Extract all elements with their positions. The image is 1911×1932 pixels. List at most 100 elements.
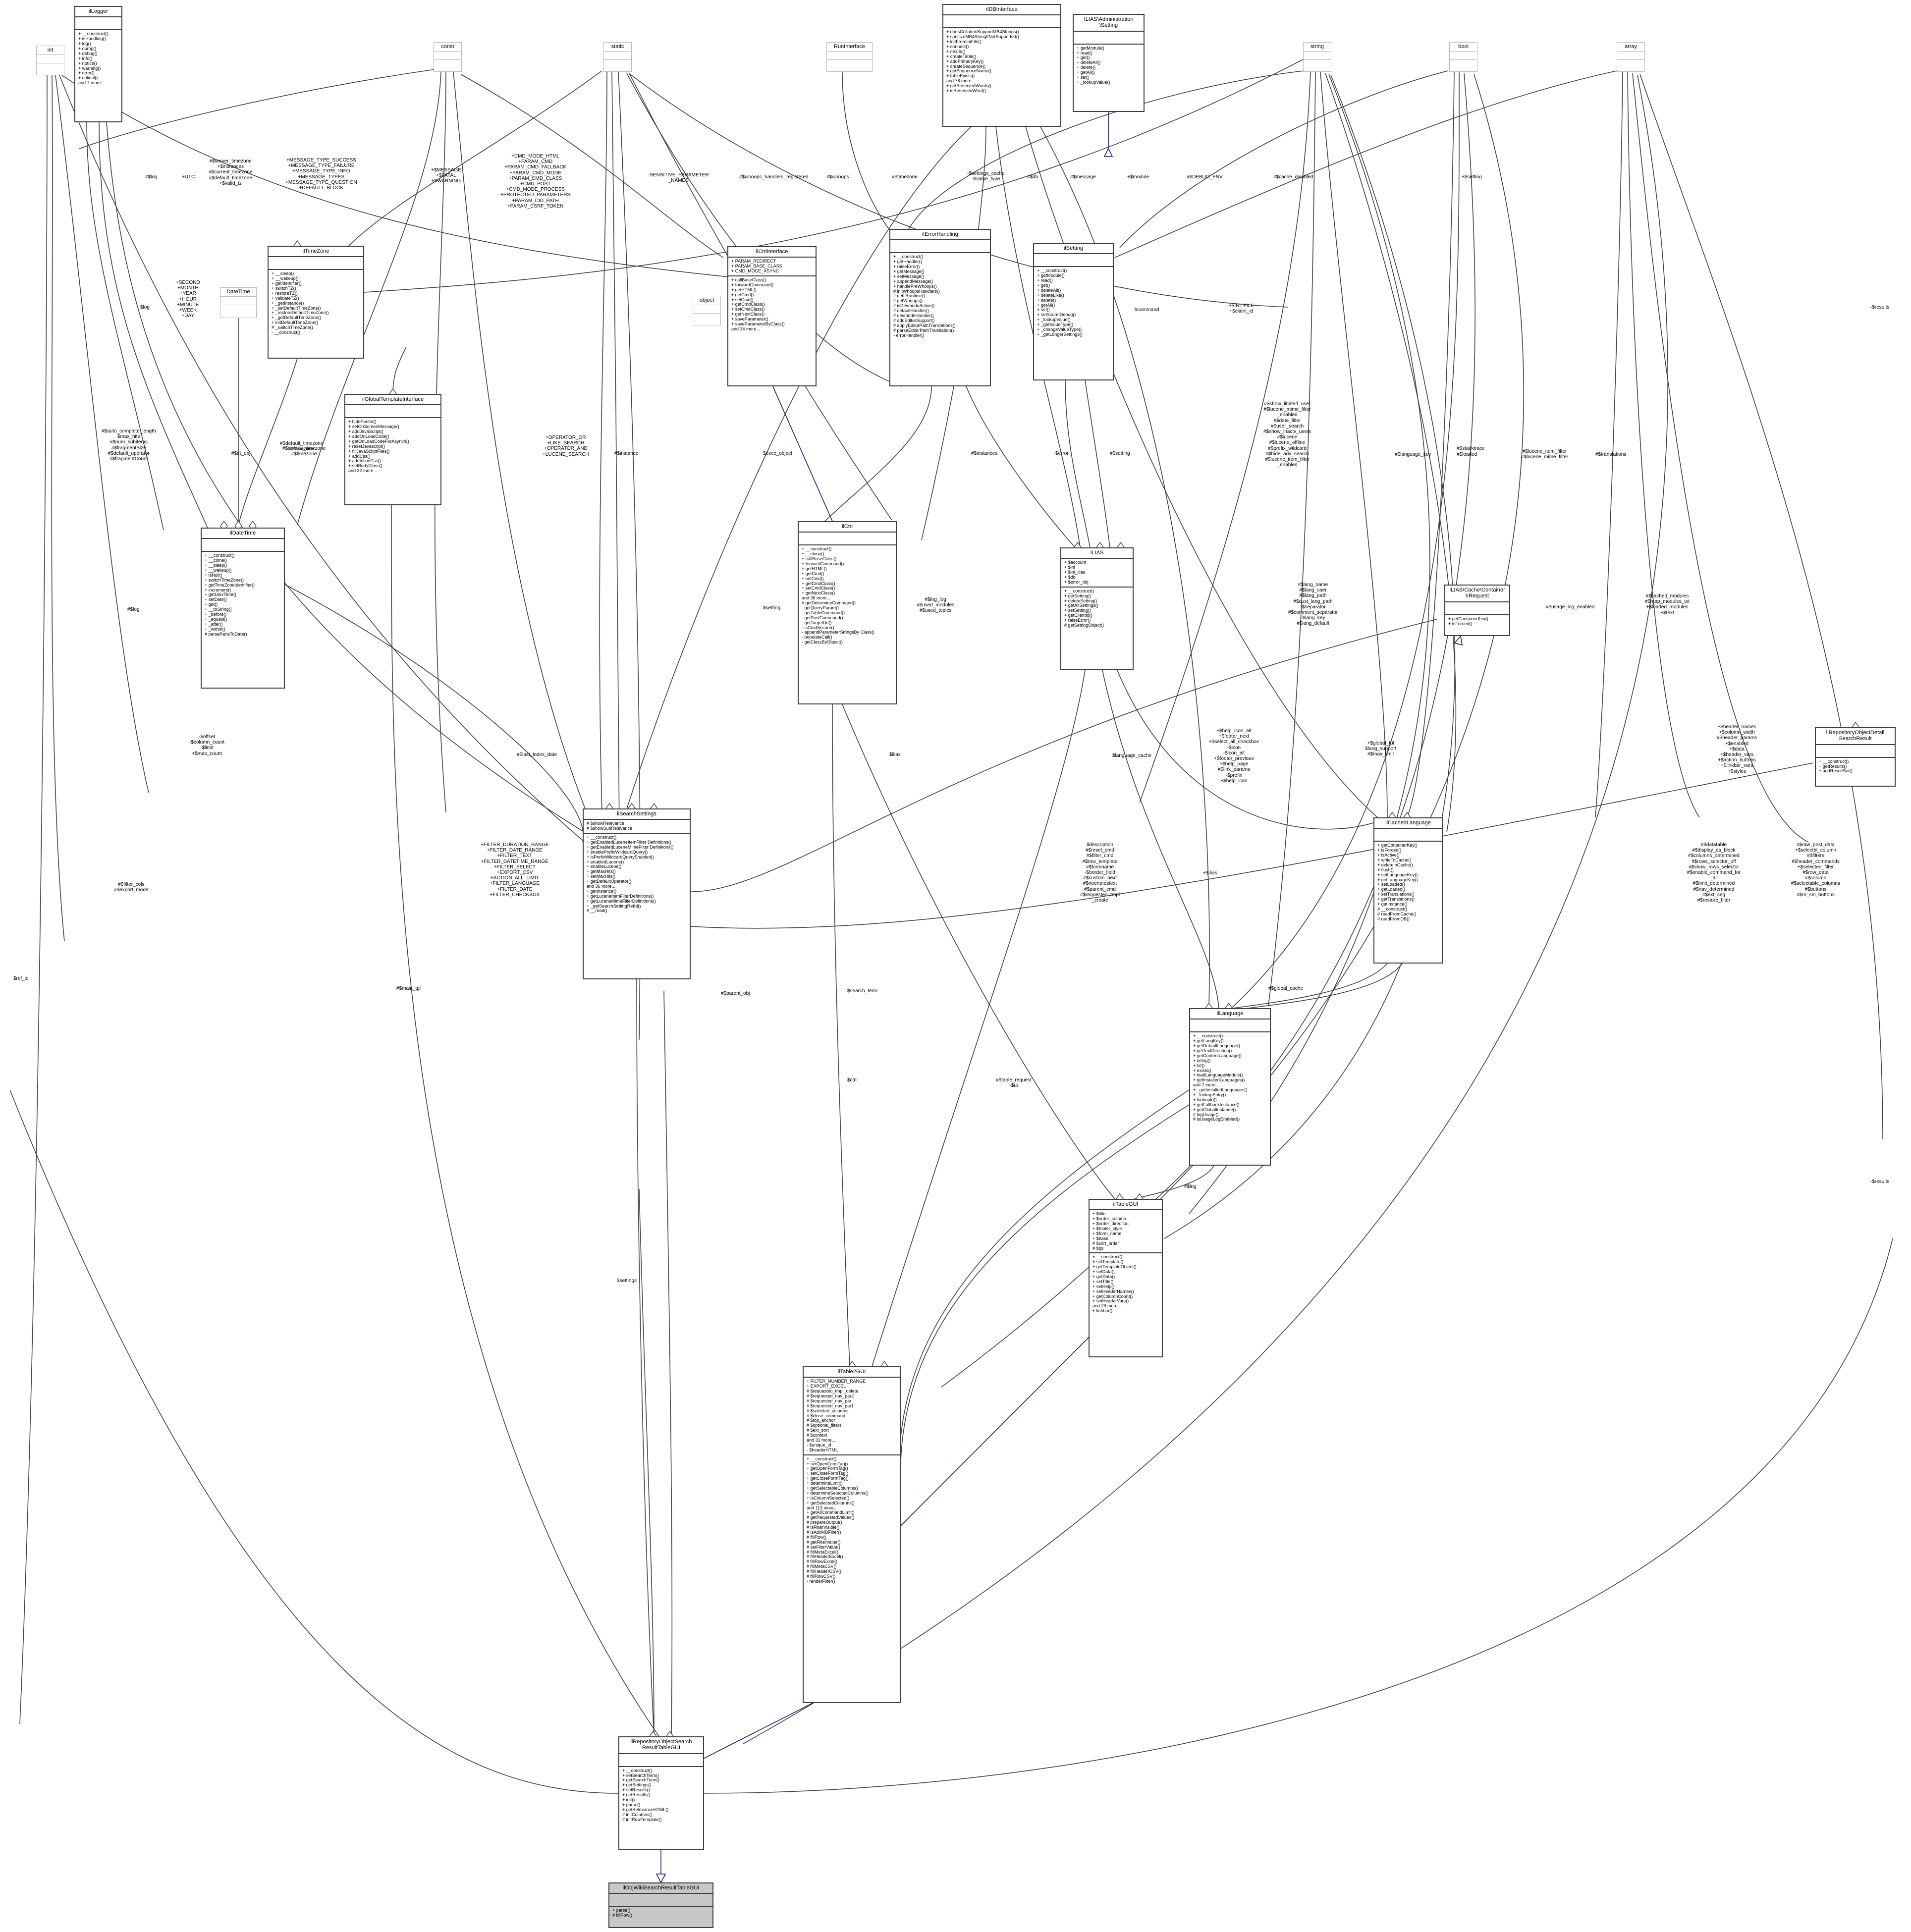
class-operation: + forwardCommand() [802, 561, 844, 566]
class-operation: + getCmdClass() [731, 302, 765, 307]
class-name-object: object [693, 296, 720, 306]
class-node-DateTime[interactable]: DateTime [220, 287, 257, 318]
class-attribute: + PARAM_REDIRECT [731, 259, 776, 264]
edge-label-l-slog2: $log [140, 305, 150, 310]
class-attributes-ilSetting [1034, 254, 1113, 268]
class-operation: - appendParameterStringsBy Class() [802, 630, 875, 635]
class-node-ILIASAdministrationSetting[interactable]: ILIAS\Administration \Setting+ getModule… [1073, 14, 1145, 112]
class-node-ILIAS[interactable]: ILIAS+ $account+ $ini+ $ini_ilias+ $db+ … [1060, 547, 1134, 670]
class-node-const[interactable]: const [434, 42, 462, 72]
class-operation: + getEnabledLuceneMimeFilter Definitions… [587, 844, 674, 850]
edge-label-l-lucene-item: #$lucene_item_filter #$lucene_mime_filte… [1521, 449, 1569, 460]
class-node-static[interactable]: static [603, 42, 632, 72]
class-attribute: + $order_direction [1092, 1221, 1129, 1227]
class-operation: + _after() [205, 621, 223, 627]
class-operation: # getRequestedValues() [807, 1515, 855, 1520]
class-operation: + isPrefixWildcardQueryEnabled() [587, 854, 654, 859]
class-operation: + isHandling() [78, 36, 106, 42]
class-operation: + getAllSettings() [1064, 603, 1098, 608]
edge-label-l-main-tpl: #$main_tpl [396, 986, 421, 991]
class-node-ilTimeZone[interactable]: ilTimeZone+ __sleep()+ __wakeup()+ getId… [268, 246, 364, 359]
class-node-ilLogger[interactable]: ilLogger+ __construct()+ isHandling()+ l… [74, 6, 122, 122]
class-operation: + __wakeup() [272, 276, 299, 281]
class-operation: + getTimeZoneIdentifier() [205, 582, 255, 588]
class-node-ilSetting[interactable]: ilSetting+ __construct()+ getModule()+ r… [1033, 243, 1114, 380]
class-operation: + getDefaultLanguage() [1193, 1043, 1240, 1049]
class-operation: + getLuceneMimeFilterDefinitions() [587, 898, 656, 904]
class-attributes-static [604, 52, 631, 60]
edge-label-l-show-limited: #$show_limited_user #$lucene_mime_filter… [1263, 401, 1311, 468]
class-operations-ilLanguage: + __construct()+ getLangKey()+ getDefaul… [1190, 1032, 1270, 1124]
class-operation: + deleteInCache() [1377, 862, 1413, 867]
class-operation: + set() [1077, 74, 1090, 80]
class-node-ilTableGUI[interactable]: ilTableGUI+ $title+ $order_column+ $orde… [1089, 1199, 1163, 1357]
class-operation: + info() [78, 55, 93, 61]
class-name-ilDBInterface: ilDBInterface [943, 5, 1060, 16]
class-operation: + switchTZ() [272, 285, 296, 291]
class-operation: # getFilterValue() [807, 1539, 841, 1545]
class-operation: + getModule() [1037, 273, 1065, 278]
edge-label-l-sresults: -$results [1870, 305, 1890, 310]
class-node-ilTable2GUI[interactable]: ilTable2GUI+ FILTER_NUMBER_RANGE+ EXPORT… [803, 1366, 901, 1703]
edge-label-l-sdescription: $description #$reset_cmd #$filter_cmd #$… [1080, 842, 1120, 903]
class-operation: + _getSearchSettingRefId() [587, 903, 641, 909]
class-operations-ilDateTime: + __construct()+ __clone()+ __sleep()+ _… [202, 552, 284, 638]
class-operation: + __sleep() [272, 271, 294, 276]
class-operation: + doesCollationSupportMB4Strings() [946, 29, 1019, 35]
class-node-int[interactable]: int [36, 46, 64, 75]
class-node-ILIASCacheContainerIRequest[interactable]: ILIAS\Cache\Container \IRequest+ getCont… [1444, 585, 1510, 636]
class-operation: + restoreTZ() [272, 290, 298, 296]
class-node-bool[interactable]: bool [1449, 42, 1477, 72]
class-operation: + init() [622, 1797, 635, 1802]
class-node-object[interactable]: object [693, 296, 721, 325]
class-node-ilCtrl[interactable]: ilCtrl+ __construct()+ __clone()+ callBa… [798, 521, 897, 704]
class-node-ilSearchSettings[interactable]: ilSearchSettings# $showRelevance# $showS… [583, 808, 691, 979]
class-operation: + set() [1037, 307, 1050, 313]
edge-label-l-message-fatal: +$MESSAGE +$FATAL +$WARNING [431, 167, 461, 184]
class-operation: + initFromIniFile() [946, 39, 982, 45]
class-operation: + setTemplate() [1092, 1259, 1124, 1265]
class-operation: + dump() [78, 46, 97, 51]
class-node-ilCachedLanguage[interactable]: ilCachedLanguage+ getContainerKey()+ isF… [1373, 817, 1443, 964]
class-node-ilRepositoryObjectDetailSearchResult[interactable]: ilRepositoryObjectDetail SearchResult+ _… [1815, 727, 1896, 787]
class-operations-ilDBInterface: + doesCollationSupportMB4Strings()+ sani… [943, 28, 1060, 95]
class-node-RunInterface[interactable]: RunInterface [826, 42, 873, 72]
class-node-ilRepositoryObjectSearchResultTableGUI[interactable]: ilRepositoryObjectSearch ResultTableGUI+… [618, 1736, 704, 1850]
class-operation: # initRowTemplate() [622, 1817, 662, 1822]
class-attribute: + $account [1064, 560, 1087, 565]
class-node-string[interactable]: string [1303, 42, 1331, 72]
class-node-ilLanguage[interactable]: ilLanguage+ __construct()+ getLangKey()+… [1189, 1008, 1271, 1166]
class-operation: + isReservedWord() [946, 88, 986, 93]
class-operation: + getClientId() [1064, 613, 1092, 618]
class-node-array[interactable]: array [1617, 42, 1645, 72]
class-operation: + enablePrefixWildcardQuery() [587, 849, 648, 855]
class-node-ilDateTime[interactable]: ilDateTime+ __construct()+ __clone()+ __… [201, 528, 285, 689]
class-operation: and 34 more... [731, 326, 761, 331]
class-attributes-ilGlobalTemplateInterface [345, 405, 440, 419]
class-node-ilErrorHandling[interactable]: ilErrorHandling+ __construct()+ getHandl… [889, 229, 991, 386]
class-operations-static [604, 60, 631, 69]
class-attributes-ilDBInterface [943, 15, 1060, 29]
class-node-ilObjWikiSearchResultTableGUI[interactable]: ilObjWikiSearchResultTableGUI+ parse()# … [608, 1882, 713, 1928]
edge-label-l-translations: #$translations [1595, 452, 1627, 457]
class-operation: + getAll() [1037, 302, 1055, 308]
class-attribute: + $footer_style [1092, 1226, 1122, 1231]
class-node-ilCtrlInterface[interactable]: ilCtrlInterface+ PARAM_REDIRECT+ PARAM_B… [727, 246, 817, 386]
class-operation: + forwardCommand() [731, 282, 774, 287]
class-operation: # fillHeaderCSV() [807, 1569, 842, 1574]
class-operation: + handlePreWhoops() [893, 283, 937, 289]
edge-label-l-global-cache: #$global_cache [1268, 986, 1304, 991]
class-node-ilGlobalTemplateInterface[interactable]: ilGlobalTemplateInterface+ hideFooter()+… [344, 394, 441, 505]
class-operation: + getCmd() [802, 571, 824, 576]
class-operation: + setDate() [205, 597, 227, 602]
class-operation: + addInlineCss() [348, 458, 381, 464]
class-attributes-bool [1450, 52, 1477, 60]
class-attributes-ilErrorHandling [890, 240, 990, 254]
class-operation: + _setDefaultTimeZone() [272, 305, 321, 311]
class-operation: + determineLimit() [807, 1481, 843, 1486]
class-operation: + getLuceneItemFilterDefinitions() [587, 893, 654, 899]
class-operation: # __read() [587, 908, 607, 913]
class-attributes-ilLanguage [1190, 1020, 1270, 1033]
class-node-ilDBInterface[interactable]: ilDBInterface + doesCollationSupportMB4St… [942, 4, 1061, 127]
class-attributes-ilTable2GUI: + FILTER_NUMBER_RANGE+ EXPORT_EXCEL# $re… [804, 1378, 900, 1455]
